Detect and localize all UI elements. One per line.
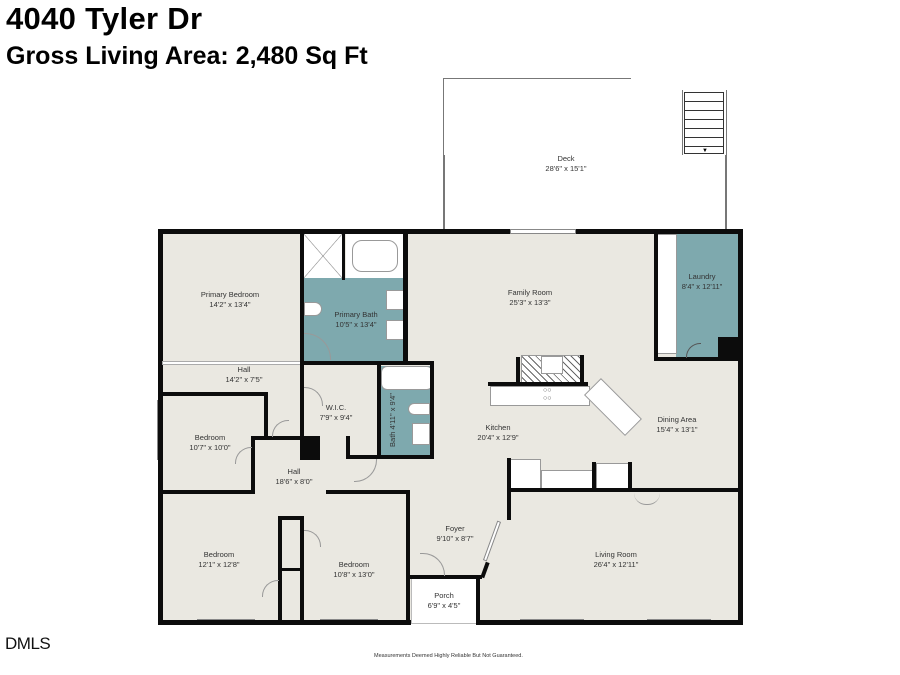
door-icon bbox=[262, 580, 279, 597]
wall bbox=[430, 361, 434, 459]
house-base bbox=[158, 230, 742, 624]
bedroom-3-label: Bedroom 10'8" x 13'0" bbox=[333, 560, 375, 579]
bathtub-icon bbox=[352, 240, 398, 272]
wall bbox=[300, 361, 434, 365]
wall bbox=[162, 490, 255, 494]
wall bbox=[346, 455, 430, 459]
wall bbox=[488, 382, 588, 386]
deck-white-fill bbox=[445, 155, 723, 230]
deck-stairs bbox=[684, 92, 724, 154]
wall bbox=[592, 462, 596, 490]
vanity-sink-icon bbox=[386, 290, 404, 310]
mls-logo: DMLS bbox=[5, 634, 51, 653]
cooktop-icon: ○○○○ bbox=[543, 387, 552, 402]
measurement-disclaimer: Measurements Deemed Highly Reliable But … bbox=[374, 653, 523, 659]
outer-wall-right bbox=[738, 229, 743, 625]
wall bbox=[264, 392, 268, 438]
hall-upper-label: Hall 14'2" x 7'5" bbox=[225, 365, 263, 384]
stairs-down-arrow-icon: ▼ bbox=[702, 148, 708, 154]
wall bbox=[628, 462, 632, 490]
property-address: 4040 Tyler Dr bbox=[6, 1, 203, 36]
wall bbox=[654, 232, 658, 360]
door-icon bbox=[272, 420, 289, 437]
wall bbox=[342, 232, 345, 280]
wall bbox=[507, 488, 740, 492]
gross-living-area: Gross Living Area: 2,480 Sq Ft bbox=[6, 42, 368, 70]
wall bbox=[403, 232, 408, 364]
shower-x-icon bbox=[304, 234, 342, 278]
laundry-shelves bbox=[657, 234, 677, 354]
fireplace-hearth bbox=[541, 356, 563, 374]
bedroom-1-label: Bedroom 10'7" x 10'0" bbox=[189, 433, 231, 452]
bedroom-2-label: Bedroom 12'1" x 12'8" bbox=[198, 550, 240, 569]
laundry-appliance-block bbox=[718, 337, 738, 358]
pantry-cabinet bbox=[596, 463, 630, 490]
wic-label: W.I.C. 7'9" x 9'4" bbox=[319, 403, 353, 422]
deck-border-fix-right bbox=[725, 155, 727, 230]
wall bbox=[377, 364, 381, 459]
outer-wall-left bbox=[158, 229, 163, 625]
hall-bath-toilet-icon bbox=[408, 403, 430, 415]
wall bbox=[406, 575, 482, 579]
hall-bath-sink-icon bbox=[412, 423, 430, 445]
living-room-label: Living Room 26'4" x 12'11" bbox=[593, 550, 639, 569]
door-icon bbox=[634, 492, 660, 505]
wall bbox=[406, 490, 410, 624]
vanity-sink-icon-2 bbox=[386, 320, 404, 340]
wall bbox=[278, 568, 304, 571]
wall bbox=[516, 357, 520, 385]
family-room-label: Family Room 25'3" x 13'3" bbox=[507, 288, 553, 307]
wall bbox=[326, 490, 410, 494]
wall bbox=[507, 458, 511, 520]
door-icon bbox=[686, 343, 701, 358]
primary-bath-label: Primary Bath 10'5" x 13'4" bbox=[334, 310, 378, 329]
sliding-door bbox=[510, 229, 576, 234]
wall bbox=[300, 436, 320, 460]
wall bbox=[346, 436, 350, 458]
wall bbox=[300, 232, 304, 364]
hall-bath-label: Bath 4'11" x 9'4" bbox=[388, 393, 397, 447]
dining-area-label: Dining Area 15'4" x 13'1" bbox=[656, 415, 698, 434]
kitchen-label: Kitchen 20'4" x 12'9" bbox=[477, 423, 519, 442]
toilet-icon bbox=[304, 302, 322, 316]
door-icon bbox=[235, 447, 252, 464]
wall bbox=[162, 392, 268, 396]
wall bbox=[654, 357, 740, 361]
deck-border-fix bbox=[443, 155, 445, 230]
porch-label: Porch 6'9" x 4'5" bbox=[427, 591, 461, 610]
hall-center-label: Hall 18'6" x 8'0" bbox=[275, 467, 313, 486]
deck-label: Deck 28'6" x 15'1" bbox=[545, 154, 587, 173]
outer-wall-bottom-right bbox=[479, 620, 743, 625]
wall bbox=[580, 355, 584, 385]
wall bbox=[251, 436, 255, 494]
outer-wall-top-left bbox=[158, 229, 510, 234]
primary-bedroom-label: Primary Bedroom 14'2" x 13'4" bbox=[200, 290, 260, 309]
wall bbox=[278, 516, 304, 520]
wall bbox=[252, 436, 300, 440]
outer-wall-bottom-left bbox=[158, 620, 411, 625]
outer-wall-top-right bbox=[576, 229, 742, 234]
hall-bath-tub-icon bbox=[381, 366, 433, 390]
foyer-label: Foyer 9'10" x 8'7" bbox=[436, 524, 474, 543]
kitchen-counter bbox=[490, 386, 590, 406]
wall bbox=[300, 365, 304, 439]
kitchen-base-cabinet bbox=[541, 470, 595, 490]
laundry-label: Laundry 8'4" x 12'11" bbox=[681, 272, 723, 291]
island-cabinet bbox=[508, 459, 541, 489]
wall bbox=[476, 575, 480, 625]
